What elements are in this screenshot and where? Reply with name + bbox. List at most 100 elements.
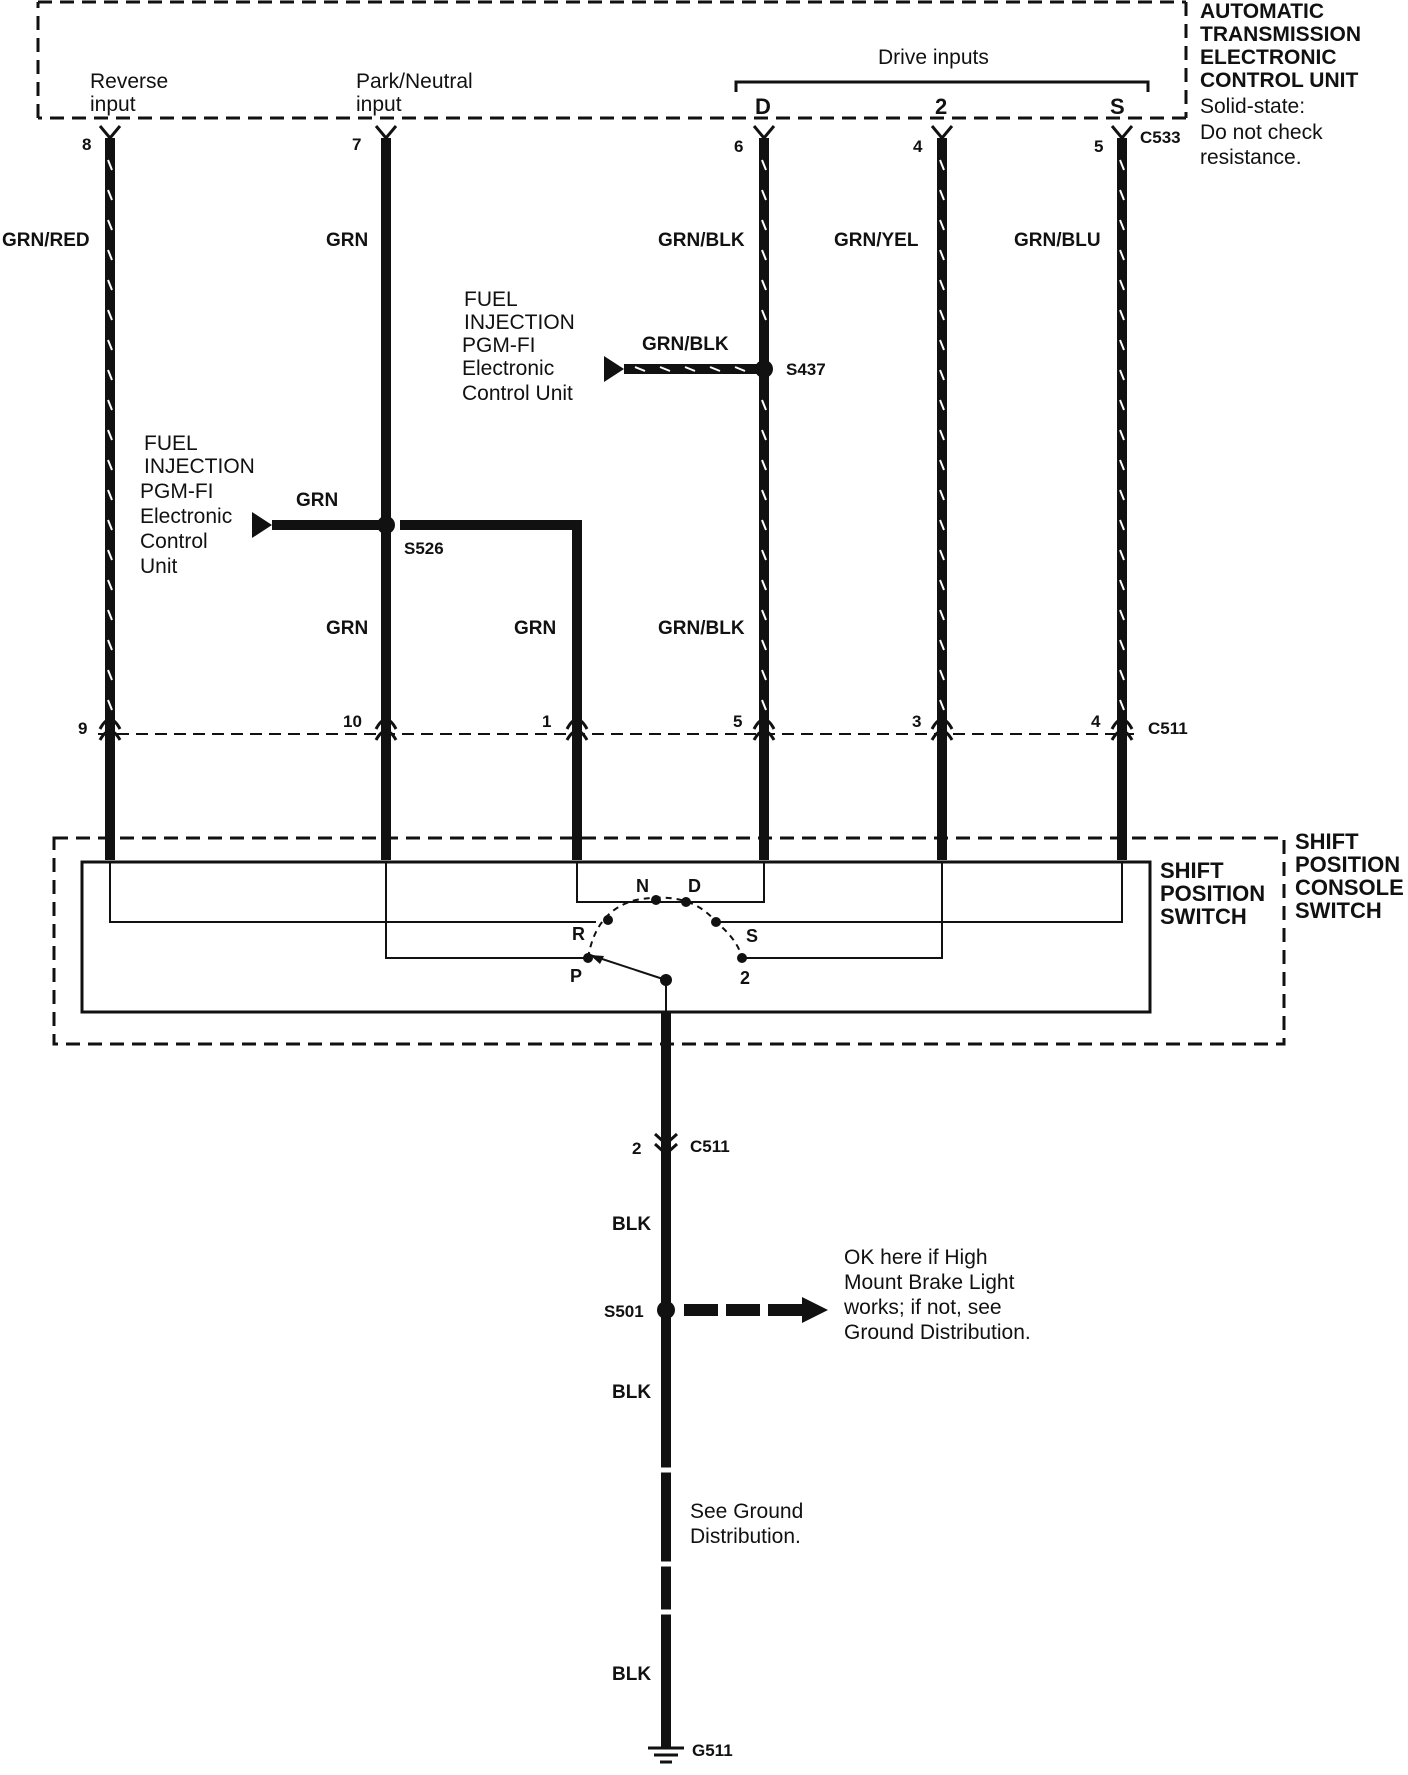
switch-internal-wiring — [109, 862, 1123, 1012]
drive-label-s: S — [1110, 94, 1125, 119]
c511-ground-terminal — [653, 1132, 679, 1157]
drive-inputs-title: Drive inputs — [878, 46, 989, 69]
s437-dest-3: PGM-FI — [462, 334, 536, 357]
c533-terminals — [98, 125, 1134, 141]
s526-branch-color: GRN — [296, 490, 338, 511]
c533-pin-4: 4 — [913, 137, 923, 156]
ecu-title-2: TRANSMISSION — [1200, 23, 1361, 46]
c533-pin-6: 6 — [734, 137, 743, 156]
position-d: D — [688, 876, 701, 896]
s437-branch-color: GRN/BLK — [642, 334, 729, 355]
s526-dest-2: INJECTION — [144, 455, 255, 478]
wire-label-grn-blk-upper: GRN/BLK — [658, 230, 745, 251]
wires — [105, 138, 1127, 860]
s501-label: S501 — [604, 1302, 644, 1321]
ecu-note-2: Do not check — [1200, 121, 1323, 144]
switch-label-3: SWITCH — [1160, 904, 1247, 929]
position-r: R — [572, 924, 585, 944]
ecu-note-3: resistance. — [1200, 146, 1302, 169]
c511-label: C511 — [1148, 719, 1188, 738]
c511-pin-1: 1 — [542, 712, 551, 731]
ecu-title-4: CONTROL UNIT — [1200, 69, 1358, 92]
wire-label-grn-upper: GRN — [326, 230, 368, 251]
position-2: 2 — [740, 968, 750, 988]
s526-dest-3: PGM-FI — [140, 480, 214, 503]
s437-dest-2: INJECTION — [464, 311, 575, 334]
c511-pin-5: 5 — [733, 712, 742, 731]
c533-pin-8: 8 — [82, 135, 91, 154]
wire-label-grn-yel: GRN/YEL — [834, 230, 919, 251]
drive-label-2: 2 — [935, 94, 947, 119]
ecu-dashed-outline — [36, 0, 1188, 120]
console-label-2: POSITION — [1295, 852, 1400, 877]
c511-terminals — [98, 718, 1134, 741]
position-p: P — [570, 966, 582, 986]
switch-label-2: POSITION — [1160, 881, 1265, 906]
position-n: N — [636, 876, 649, 896]
s437-dest-1: FUEL — [464, 288, 518, 311]
shift-position-switch-body — [80, 860, 1152, 1014]
s526-dest-4: Electronic — [140, 505, 232, 528]
ecu-note-1: Solid-state: — [1200, 95, 1305, 118]
ecu-title-3: ELECTRONIC — [1200, 46, 1337, 69]
s437-dest-4: Electronic — [462, 357, 554, 380]
c511-pin-10: 10 — [343, 712, 362, 731]
park-neutral-input-label-2: input — [356, 93, 402, 116]
wire-label-grn-red: GRN/RED — [2, 230, 90, 251]
console-label-3: CONSOLE — [1295, 875, 1404, 900]
s501-note-3: works; if not, see — [843, 1296, 1002, 1319]
s526-dest-5: Control — [140, 530, 208, 553]
s501-dashed-arrow — [684, 1297, 828, 1323]
selector-arc — [587, 896, 743, 959]
see-ground-1: See Ground — [690, 1500, 803, 1523]
s501-note-1: OK here if High — [844, 1246, 988, 1269]
wire-stripes — [107, 159, 1125, 711]
s437-branch-stripes — [634, 366, 746, 372]
c511-pin-4: 4 — [1091, 712, 1101, 731]
c533-connector-label: C533 — [1140, 128, 1181, 147]
c511-ground-pin: 2 — [632, 1139, 641, 1158]
c511-ground-label: C511 — [690, 1137, 730, 1156]
reverse-input-label-2: input — [90, 93, 136, 116]
drive-label-d: D — [755, 94, 771, 119]
wire-label-grn-blu: GRN/BLU — [1014, 230, 1101, 251]
s437-dest-5: Control Unit — [462, 382, 573, 405]
console-label-4: SWITCH — [1295, 898, 1382, 923]
s501-splice-dot — [657, 1301, 675, 1319]
wire-label-grn-s526: GRN — [514, 618, 556, 639]
s526-dest-1: FUEL — [144, 432, 198, 455]
c511-pin-3: 3 — [912, 712, 921, 731]
position-s: S — [746, 926, 758, 946]
selector-arm — [589, 954, 667, 981]
selector-arm-tip — [590, 955, 604, 964]
selector-contacts — [583, 895, 747, 986]
drive-inputs-bracket — [734, 80, 1150, 92]
console-label-1: SHIFT — [1295, 829, 1359, 854]
s501-note-2: Mount Brake Light — [844, 1271, 1015, 1294]
s526-arrowhead — [252, 512, 272, 538]
see-ground-2: Distribution. — [690, 1525, 801, 1548]
c533-pin-7: 7 — [352, 135, 361, 154]
c511-pin-9: 9 — [78, 719, 87, 738]
ground-wire-breaks — [658, 1467, 674, 1615]
ground-symbol-icon — [648, 1746, 684, 1764]
blk-label-1: BLK — [612, 1214, 651, 1235]
s437-splice-dot — [755, 360, 773, 378]
ecu-title-1: AUTOMATIC — [1200, 0, 1324, 23]
wire-grn-s526-branch — [400, 520, 582, 860]
blk-label-2: BLK — [612, 1382, 651, 1403]
wire-label-grn-lower: GRN — [326, 618, 368, 639]
wire-label-grn-blk-lower: GRN/BLK — [658, 618, 745, 639]
g511-label: G511 — [692, 1741, 733, 1760]
blk-label-3: BLK — [612, 1664, 651, 1685]
s437-label: S437 — [786, 360, 826, 379]
reverse-input-label-1: Reverse — [90, 70, 168, 93]
s526-label: S526 — [404, 539, 444, 558]
s437-arrowhead — [604, 356, 624, 382]
park-neutral-input-label-1: Park/Neutral — [356, 70, 473, 93]
switch-label-1: SHIFT — [1160, 858, 1224, 883]
s526-dest-6: Unit — [140, 555, 178, 578]
s526-splice-dot — [377, 516, 395, 534]
